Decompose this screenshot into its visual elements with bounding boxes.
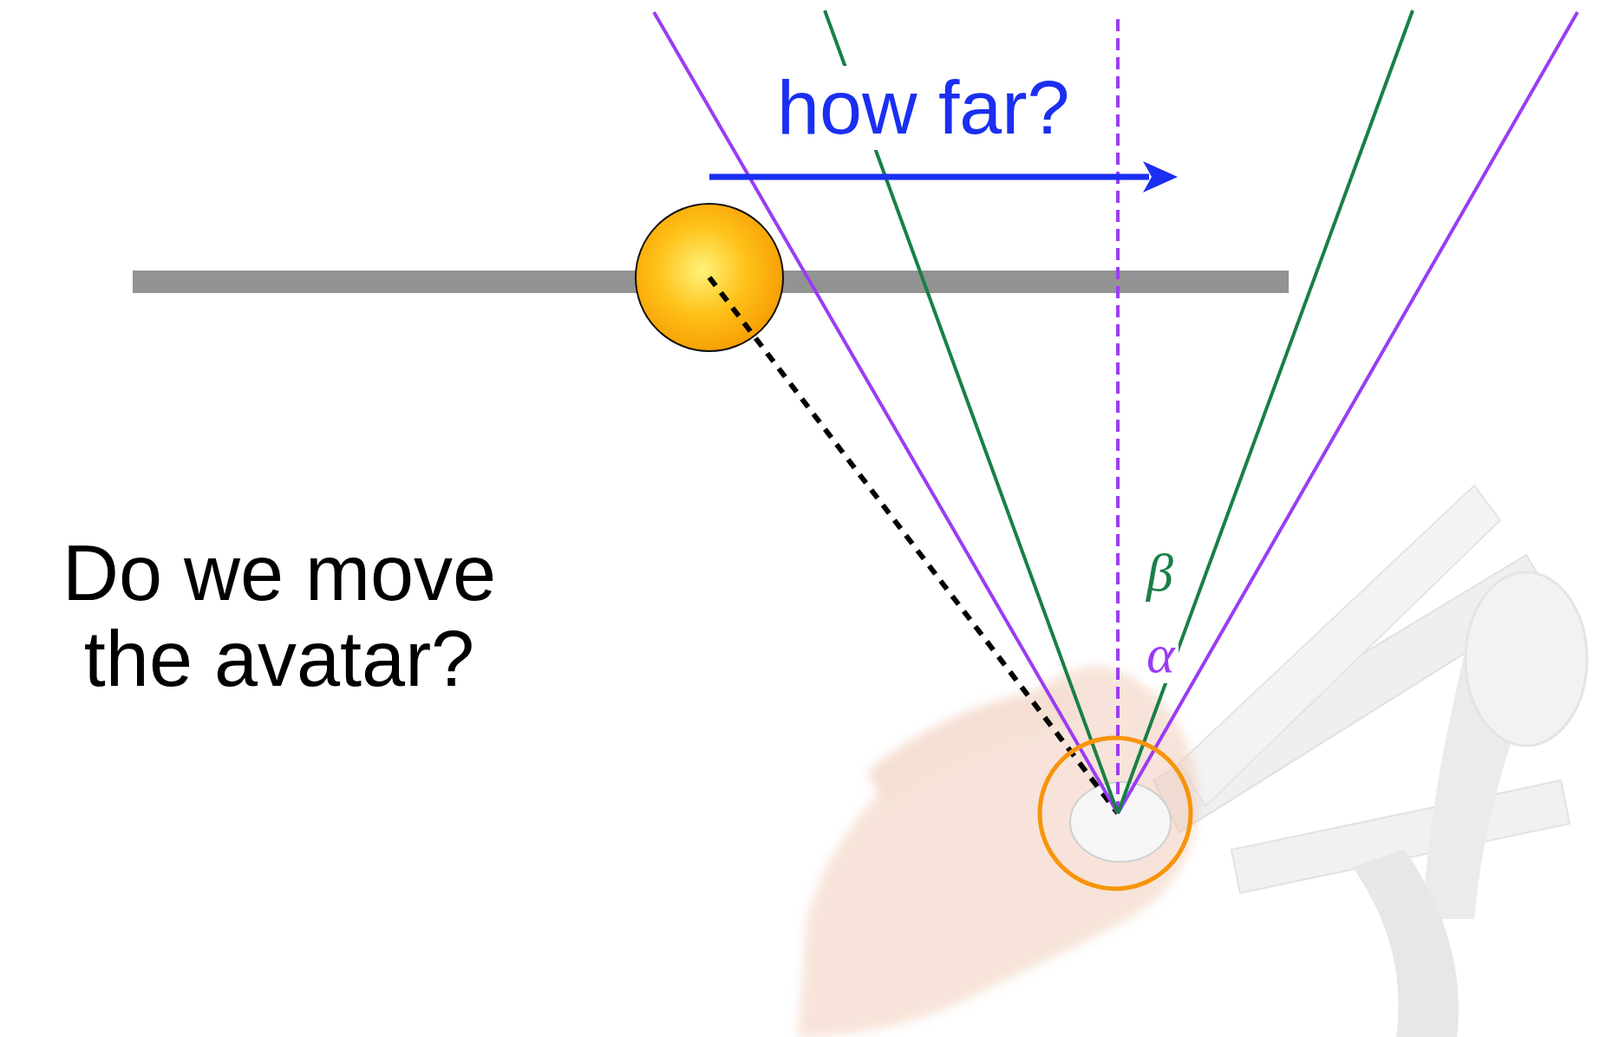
question-label: how far?	[773, 65, 1074, 151]
green-line	[1117, 10, 1413, 814]
purple-line	[653, 12, 1118, 814]
dashed-line	[709, 277, 1118, 814]
orange-ring	[1039, 737, 1191, 889]
question-text: Do we move the avatar?	[6, 530, 552, 703]
arrow-head	[1142, 161, 1178, 193]
hand	[797, 666, 1199, 1037]
dotted-axis	[1116, 12, 1120, 814]
device-knob	[1070, 782, 1171, 863]
angle-label: β	[1142, 542, 1177, 602]
purple-line	[1117, 12, 1578, 814]
angle-label: α	[1142, 624, 1179, 684]
haptic-device	[1153, 485, 1587, 1037]
blue-arrow	[709, 174, 1150, 181]
